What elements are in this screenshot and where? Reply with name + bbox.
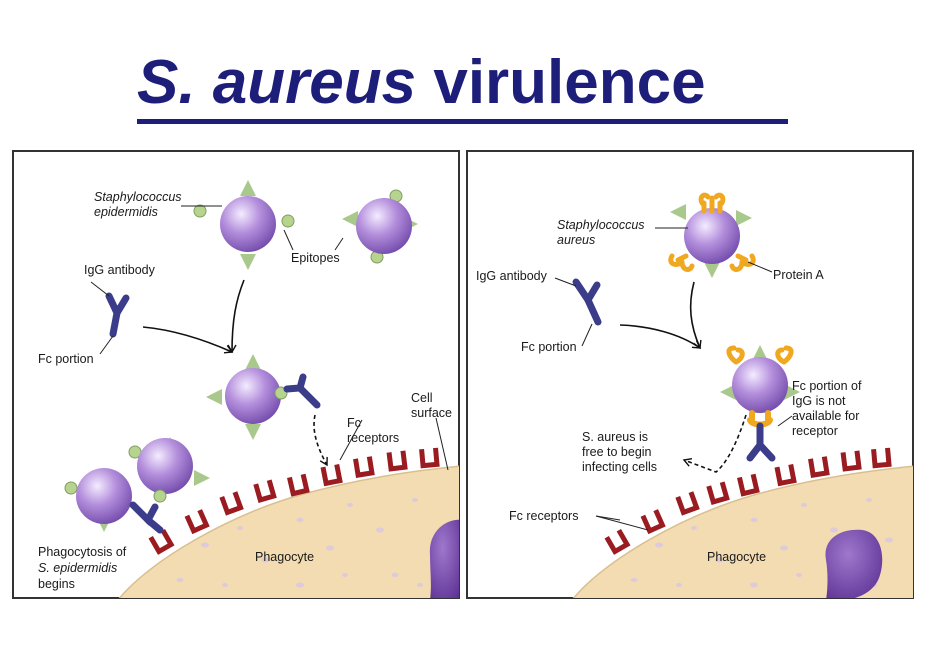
fc-receptor <box>287 473 310 497</box>
nucleus <box>429 519 459 598</box>
label-fc-receptors-right: Fc receptors <box>509 509 578 523</box>
page-title: S. aureus virulence <box>137 48 706 118</box>
label-fc-portion-left: Fc portion <box>38 352 94 366</box>
fc-receptor <box>184 509 210 535</box>
fc-receptors-right <box>604 447 892 555</box>
igg-antibody-left <box>105 292 130 338</box>
label-staph-epidermidis-1: Staphylococcus <box>94 190 182 204</box>
s-epidermidis-1 <box>193 180 295 270</box>
igg-antibody-right <box>572 278 602 326</box>
fc-receptor <box>675 491 700 516</box>
label-fc-note-2: IgG is not <box>792 394 846 408</box>
label-igg-antibody-right: IgG antibody <box>476 269 548 283</box>
label-phagocytosis-1: Phagocytosis of <box>38 545 127 559</box>
label-phagocytosis-3: begins <box>38 577 75 591</box>
s-epidermidis-2 <box>342 189 418 264</box>
fc-receptor <box>320 463 343 487</box>
fc-receptor <box>871 447 892 469</box>
title-italic: S. aureus <box>137 48 417 117</box>
fc-receptor <box>737 473 760 497</box>
label-free-1: S. aureus is <box>582 430 648 444</box>
fc-receptor <box>604 528 631 555</box>
label-fc-receptors-left-2: receptors <box>347 431 399 445</box>
fc-receptors-left <box>148 447 440 555</box>
fc-receptor <box>353 456 375 478</box>
label-phagocyte-right: Phagocyte <box>707 550 766 564</box>
label-cell-surface-2: surface <box>411 406 452 420</box>
label-phagocyte-left: Phagocyte <box>255 550 314 564</box>
label-cell-surface-1: Cell <box>411 391 433 405</box>
protein-a-icon <box>726 345 745 365</box>
s-aureus-2 <box>720 345 800 462</box>
label-staph-epidermidis-2: epidermidis <box>94 205 158 219</box>
label-fc-note-4: receptor <box>792 424 838 438</box>
fc-receptor <box>640 509 666 535</box>
arrows-right <box>619 281 747 473</box>
fc-receptor <box>148 528 175 555</box>
s-epidermidis-bound-1 <box>128 437 210 503</box>
phagocyte-cell <box>118 465 459 598</box>
leader-lines-right <box>554 227 793 531</box>
fc-receptor <box>840 450 862 472</box>
fc-receptor <box>419 447 440 469</box>
label-free-2: free to begin <box>582 445 652 459</box>
title-underline <box>137 119 788 124</box>
label-fc-note-1: Fc portion of <box>792 379 862 393</box>
s-epidermidis-bound-2 <box>64 468 164 534</box>
nucleus-right <box>825 529 883 598</box>
fc-receptor <box>253 479 277 504</box>
fc-receptor <box>386 450 408 472</box>
label-fc-note-3: available for <box>792 409 859 423</box>
label-fc-receptors-left-1: Fc <box>347 416 361 430</box>
right-panel: Staphylococcus aureus Protein A IgG anti… <box>466 150 914 599</box>
fc-receptor <box>774 463 797 487</box>
protein-a-icon <box>668 253 695 272</box>
label-staph-aureus-2: aureus <box>557 233 595 247</box>
title-rest: virulence <box>416 48 706 117</box>
title-block: S. aureus virulence <box>0 0 930 140</box>
arrows-left <box>142 279 328 467</box>
opsonized-complex <box>206 354 321 440</box>
protein-a-icon <box>698 192 726 214</box>
label-staph-aureus-1: Staphylococcus <box>557 218 645 232</box>
label-phagocytosis-2: S. epidermidis <box>38 561 117 575</box>
fc-receptor <box>219 491 244 516</box>
s-aureus-1 <box>668 192 756 278</box>
fc-receptor <box>808 456 830 478</box>
leader-lines-left <box>90 205 449 471</box>
left-panel: Staphylococcus epidermidis Epitopes IgG … <box>12 150 460 599</box>
label-igg-antibody-left: IgG antibody <box>84 263 156 277</box>
label-protein-a: Protein A <box>773 268 824 282</box>
protein-a-icon <box>775 345 794 365</box>
label-free-3: infecting cells <box>582 460 657 474</box>
label-epitopes: Epitopes <box>291 251 340 265</box>
label-fc-portion-right: Fc portion <box>521 340 577 354</box>
fc-receptor <box>706 481 730 506</box>
